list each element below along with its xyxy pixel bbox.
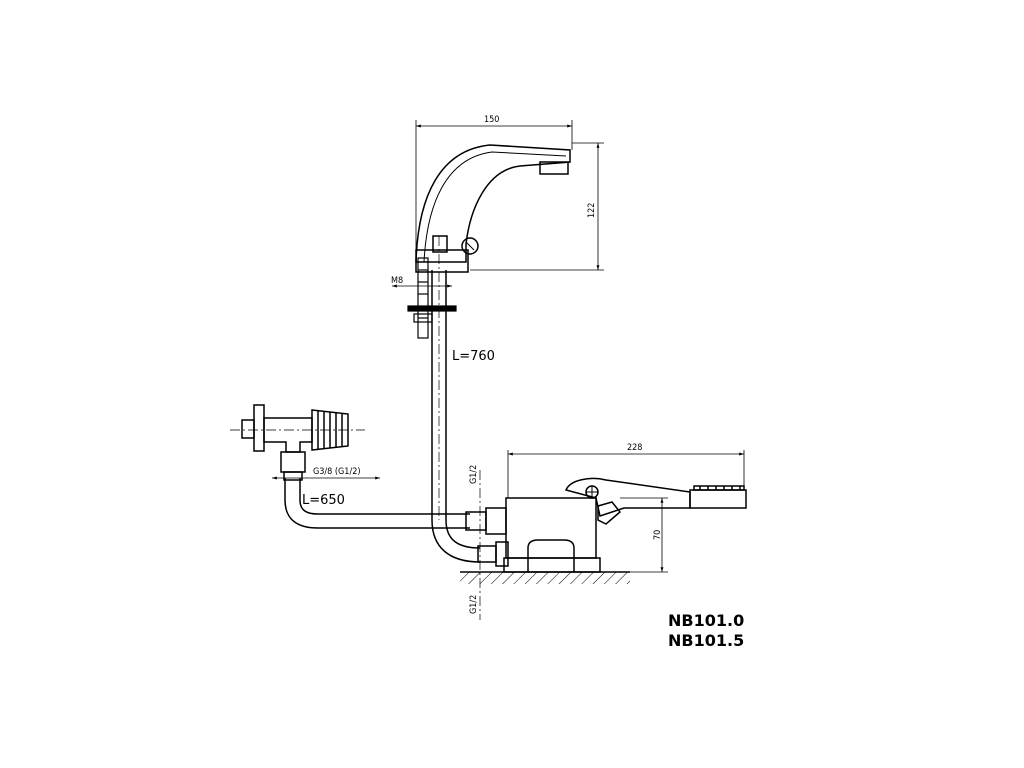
- dim-g38: G3/8 (G1/2): [313, 467, 361, 477]
- faucet-base: [415, 249, 469, 273]
- dim-g12-top: G1/2: [469, 465, 479, 484]
- valve-body: [505, 497, 597, 559]
- dim-228: 228: [627, 443, 642, 453]
- dimension-lines: [272, 120, 745, 573]
- label-l650: L=650: [302, 493, 345, 508]
- dim-70: 70: [653, 530, 663, 540]
- dim-150: 150: [484, 115, 499, 125]
- faucet: [415, 144, 571, 520]
- faucet-outlet: [539, 161, 569, 175]
- floor: [460, 571, 630, 584]
- dim-122: 122: [587, 203, 597, 218]
- pedal-valve: [465, 470, 747, 620]
- dim-m8: M8: [391, 276, 403, 286]
- faucet-screw: [461, 237, 479, 255]
- dim-g12-bottom: G1/2: [469, 595, 479, 614]
- model-number: NB101.5: [668, 631, 744, 650]
- supply-pipe-760: [431, 270, 481, 563]
- model-number: NB101.0: [668, 611, 744, 630]
- faucet-spout: [415, 144, 571, 263]
- angle-valve: [230, 404, 365, 481]
- supply-pipe-650: [284, 478, 470, 529]
- label-l760: L=760: [452, 349, 495, 364]
- foot-pad: [689, 489, 747, 509]
